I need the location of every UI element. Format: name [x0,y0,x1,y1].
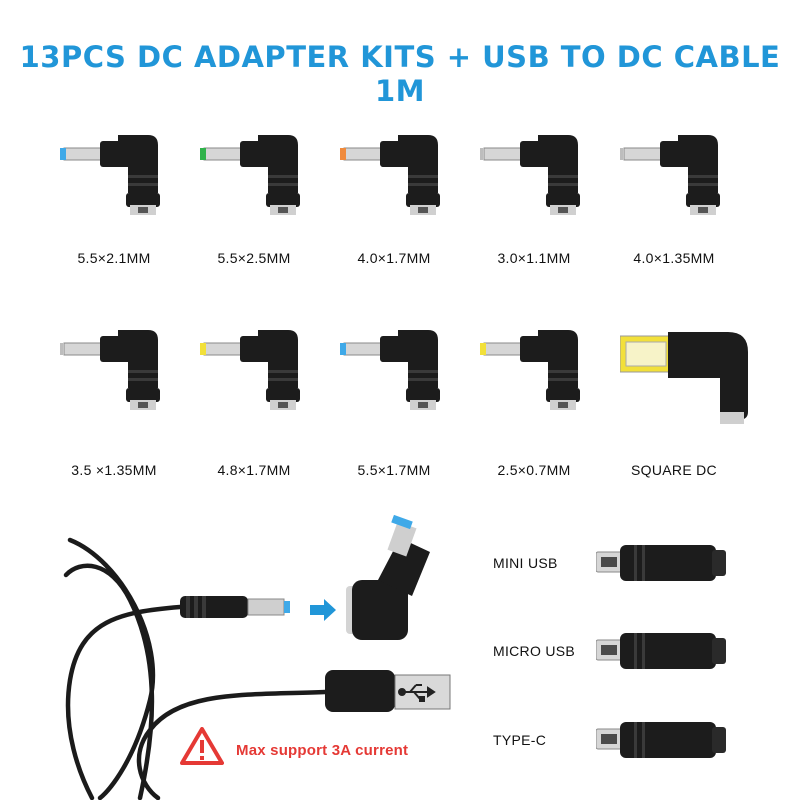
adapter-tip-label: 5.5×1.7MM [357,462,431,478]
usb-adapter-image [595,720,736,760]
cable-loop [136,689,328,801]
adapter-tip-image [480,135,600,230]
warning-triangle-icon [180,727,224,765]
cable-loop [65,604,183,801]
page-title: 13PCS DC ADAPTER KITS + USB TO DC CABLE … [19,40,781,108]
adapter-tip-label: SQUARE DC [631,462,717,478]
adapter-tip-label: 2.5×0.7MM [497,462,571,478]
adapter-tip-label: 4.0×1.35MM [633,250,715,266]
usb-a-plug [325,670,451,712]
adapter-tip-image [620,135,740,230]
adapter-tip-label: 3.0×1.1MM [497,250,571,266]
adapter-tip-label: 4.0×1.7MM [357,250,431,266]
adapter-tip-image [480,330,600,425]
adapter-tip-image [60,135,180,230]
usb-adapter-image [595,543,736,583]
arrow-right-icon [310,599,336,621]
cable-loop [63,563,155,801]
adapter-tip-image [200,330,320,425]
adapter-tip-image [200,135,320,230]
adapter-tip-image [340,330,460,425]
usb-adapter-image [595,631,736,671]
dc-plug [180,596,290,618]
usb-adapter-label: TYPE-C [493,732,547,748]
adapter-tip-label: 4.8×1.7MM [217,462,291,478]
adapter-tip-label: 3.5 ×1.35MM [71,462,157,478]
usb-adapter-label: MINI USB [493,555,558,571]
adapter-tip-image [619,328,748,424]
usb-icon [398,684,436,702]
adapter-tip-label: 5.5×2.5MM [217,250,291,266]
adapter-tip-image [340,135,460,230]
usb-adapter-label: MICRO USB [493,643,576,659]
adapter-tip-label: 5.5×2.1MM [77,250,151,266]
warning-text: Max support 3A current [236,742,409,759]
usb-dc-cable-illustration [0,500,480,801]
angled-adapter [346,514,430,640]
adapter-tip-image [60,330,180,425]
